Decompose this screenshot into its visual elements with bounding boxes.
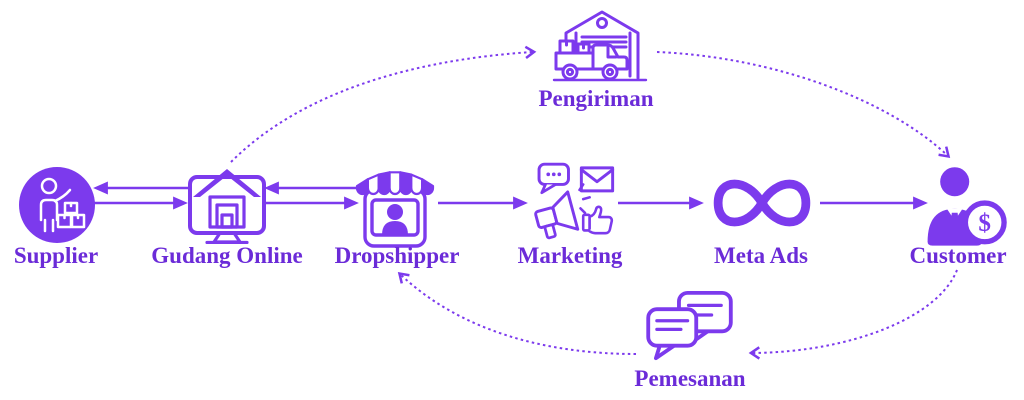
striped-awning [355,171,435,196]
meta-ads-icon [713,179,811,227]
meta-ads-label: Meta Ads [714,243,808,268]
tie [949,212,960,236]
pengiriman-label: Pengiriman [538,86,654,111]
gudang-online-label: Gudang Online [151,243,303,268]
customer-icon: $ [927,167,1007,246]
megaphone-icon [534,190,580,240]
pemesanan-icon [646,290,733,361]
storefront-person [387,204,403,220]
speech-bubble-icon [537,162,570,195]
gudang-online-icon [188,169,266,244]
arrow-pemesanan-to-dropshipper [397,272,637,355]
envelope-icon [579,166,615,193]
dropshipper-label: Dropshipper [334,243,460,268]
arrow-customer-to-pemesanan [748,269,958,360]
delivery-truck [552,39,648,82]
front-chat-bubble [646,307,699,361]
arrow-pengiriman-to-customer [656,51,951,158]
marketing-label: Marketing [517,243,623,268]
thumbs-up-icon [581,205,614,235]
sound-dashes [578,183,591,215]
dropshipper-icon [355,171,435,248]
supplier-icon [19,167,95,243]
svg-text:$: $ [978,210,991,237]
marketing-icon [534,162,615,240]
arrow-gudang-to-pengiriman [230,45,537,163]
dollar-coin-icon: $ [962,200,1007,245]
pemesanan-label: Pemesanan [634,366,746,391]
pengiriman-icon [552,10,648,82]
customer-label: Customer [909,243,1007,268]
supplier-label: Supplier [13,243,99,268]
